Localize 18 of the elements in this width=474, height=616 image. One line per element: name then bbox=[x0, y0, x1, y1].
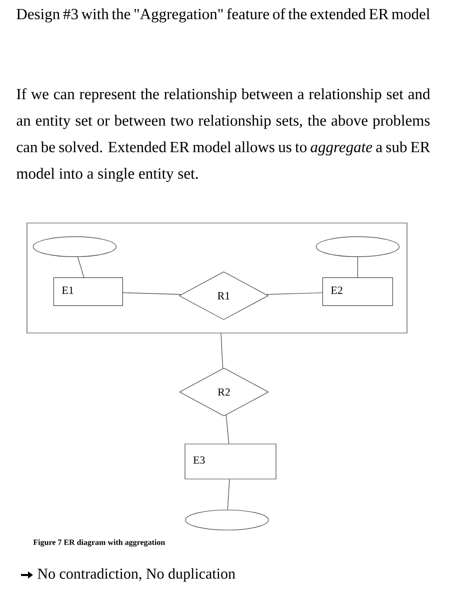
entity-box: E1 bbox=[53, 277, 123, 306]
connector-line bbox=[227, 479, 230, 510]
attribute-ellipse bbox=[185, 510, 269, 530]
connector-line bbox=[226, 414, 230, 444]
attribute-ellipse bbox=[32, 236, 116, 257]
paragraph: If we can represent the relationship between a relationship set and an entity set or between two relationship sets, the above problems can be solved. Extended ER model allows us to aggregate a sub ER model into a single entity set. bbox=[16, 88, 430, 182]
conclusion: No contradiction, No duplication bbox=[38, 568, 236, 582]
connector-line bbox=[122, 292, 182, 295]
connector-line bbox=[220, 333, 224, 369]
entity-box: E3 bbox=[184, 444, 276, 480]
connector-line bbox=[266, 292, 323, 295]
title: Design #3 with the "Aggregation" feature of the extended ER model bbox=[16, 8, 430, 22]
connector-line bbox=[357, 256, 358, 278]
aggregation-box bbox=[26, 222, 408, 334]
attribute-ellipse bbox=[316, 236, 400, 257]
connector-line bbox=[77, 256, 84, 278]
entity-box: E2 bbox=[322, 277, 393, 306]
caption: Figure 7 ER diagram with aggregation bbox=[33, 539, 165, 547]
